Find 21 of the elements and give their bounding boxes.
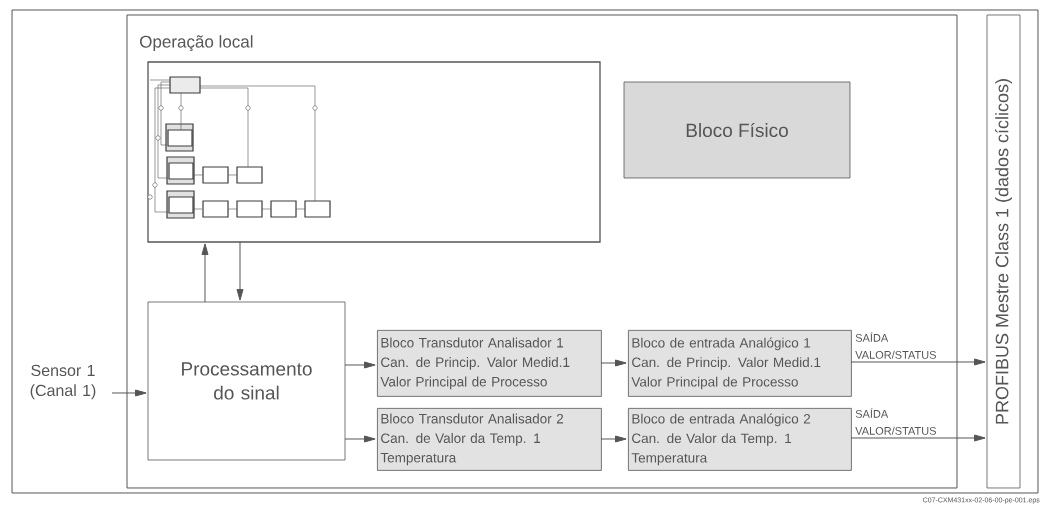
bus-box: PROFIBUS Mestre Class 1 (dados cíclicos): [986, 14, 1021, 489]
edge-label: SAÍDA VALOR/STATUS: [854, 331, 937, 360]
arrow: [344, 361, 376, 369]
block-box: Bloco Físico: [623, 81, 851, 179]
edge-label: SAÍDA VALOR/STATUS: [854, 407, 937, 436]
arrow: [201, 243, 209, 303]
frame-box: [11, 9, 1039, 494]
block-box: Bloco Transdutor Analisador 2 Can. de Valor da Temp. 1 Temperatura: [377, 408, 602, 471]
arrow: [850, 434, 986, 442]
block-box: Bloco de entrada Analógico 2 Can. de Valor da Temp. 1 Temperatura: [628, 408, 852, 471]
arrow: [600, 435, 627, 443]
block-box: Bloco Transdutor Analisador 1 Can. de Princip. Valor Medid.1 Valor Principal de Processo: [377, 330, 602, 397]
arrow: [111, 389, 147, 397]
process-box: Processamento do sinal: [147, 301, 346, 461]
arrow: [344, 435, 376, 443]
input-label: Sensor 1 (Canal 1): [30, 364, 96, 400]
arrow: [600, 359, 627, 367]
arrow: [850, 358, 986, 366]
menu-picture-box: [147, 61, 601, 243]
arrow: [236, 241, 244, 301]
block-box: Bloco de entrada Analógico 1 Can. de Princip. Valor Medid.1 Valor Principal de Processo: [628, 330, 852, 397]
